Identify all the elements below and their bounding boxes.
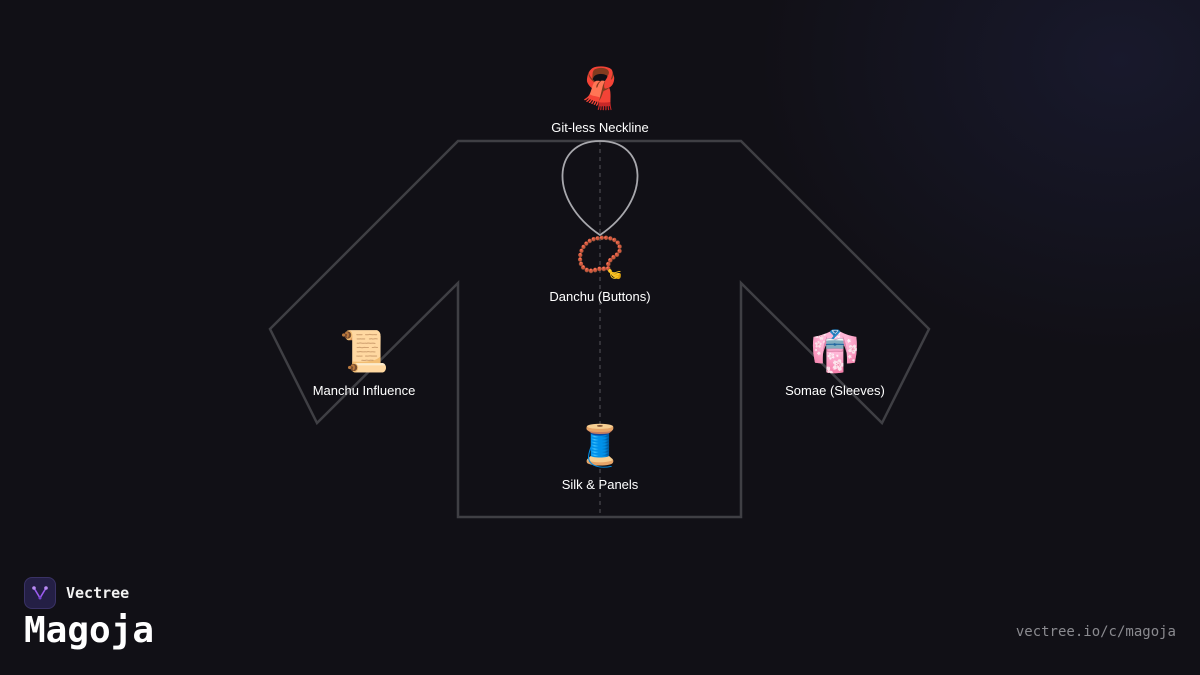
- jacket-outline: [268, 139, 931, 519]
- brand-name: Vectree: [66, 584, 130, 602]
- node-silk-label: Silk & Panels: [561, 477, 639, 492]
- node-somae: 👘 Somae (Sleeves): [735, 327, 935, 398]
- node-manchu: 📜 Manchu Influence: [264, 327, 464, 398]
- neckline-shape: [561, 140, 639, 237]
- scarf-icon: 🧣: [575, 66, 625, 112]
- brand: Vectree: [24, 577, 129, 609]
- node-manchu-label: Manchu Influence: [312, 383, 416, 398]
- node-neckline-label: Git-less Neckline: [551, 120, 649, 135]
- thread-spool-icon: 🧵: [575, 423, 625, 469]
- prayer-beads-icon: 📿: [575, 235, 625, 281]
- node-danchu-label: Danchu (Buttons): [549, 289, 651, 304]
- node-somae-label: Somae (Sleeves): [785, 383, 885, 398]
- scroll-icon: 📜: [339, 329, 389, 375]
- kimono-icon: 👘: [810, 329, 860, 375]
- node-danchu: 📿 Danchu (Buttons): [500, 233, 700, 304]
- source-url[interactable]: vectree.io/c/magoja: [1015, 624, 1176, 640]
- page-title: Magoja: [24, 610, 155, 651]
- node-neckline: 🧣 Git-less Neckline: [500, 64, 700, 135]
- vectree-logo-icon: [24, 577, 56, 609]
- node-silk: 🧵 Silk & Panels: [500, 421, 700, 492]
